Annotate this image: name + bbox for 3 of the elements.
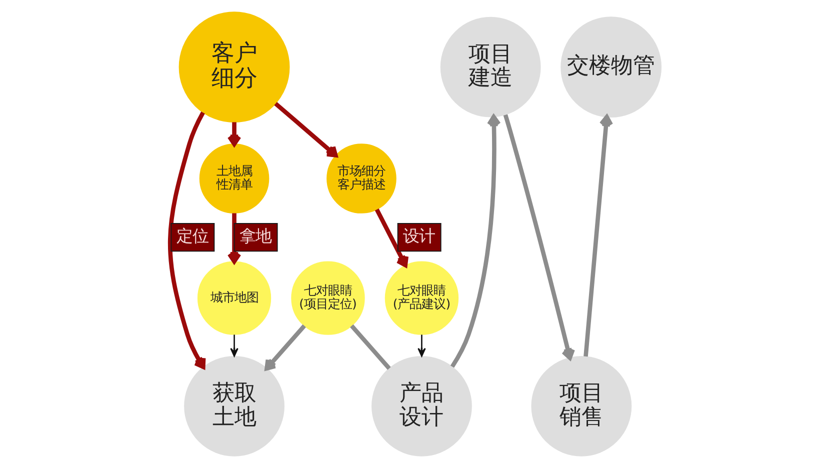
- edge-label: 拿地: [239, 226, 272, 246]
- edge-label: 定位: [176, 226, 208, 246]
- edge-label: 设计: [402, 226, 435, 246]
